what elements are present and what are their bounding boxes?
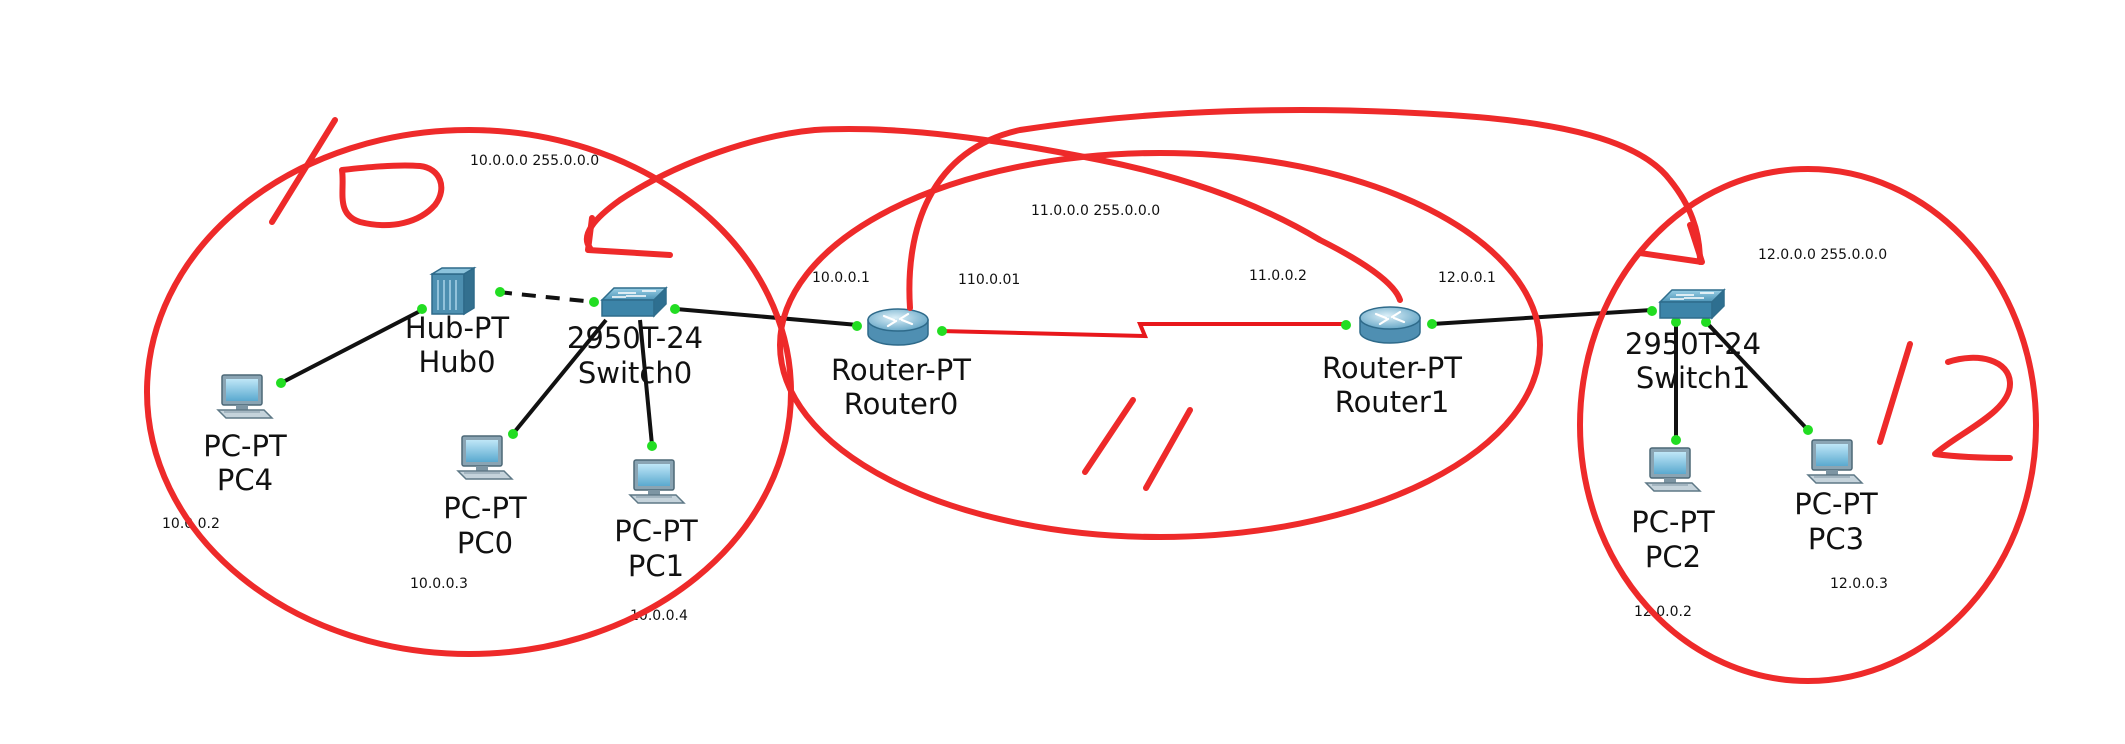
hub-icon bbox=[431, 267, 475, 315]
device-name-label: Hub0 bbox=[418, 345, 495, 379]
annotation-arrow-to-switch0 bbox=[583, 127, 818, 251]
port-light bbox=[647, 441, 657, 451]
handwritten-annotations bbox=[144, 107, 2039, 684]
switch-icon bbox=[601, 287, 667, 317]
port-light bbox=[276, 378, 286, 388]
device-name-label: Switch0 bbox=[578, 356, 692, 390]
device-name-label: PC1 bbox=[628, 549, 684, 583]
network-note-right: 12.0.0.0 255.0.0.0 bbox=[1758, 247, 1887, 263]
port-light bbox=[670, 304, 680, 314]
router1-right-ip-note: 12.0.0.1 bbox=[1438, 270, 1496, 286]
handwriting-11-first bbox=[1082, 397, 1136, 475]
network-note-left: 10.0.0.0 255.0.0.0 bbox=[470, 153, 599, 169]
device-name-label: PC0 bbox=[457, 526, 513, 560]
port-light bbox=[1671, 317, 1681, 327]
port-light bbox=[1701, 317, 1711, 327]
port-light bbox=[1647, 306, 1657, 316]
pc-icon bbox=[1645, 447, 1701, 492]
port-light bbox=[852, 321, 862, 331]
pc-icon bbox=[217, 374, 273, 419]
device-pc4[interactable]: PC-PT PC4 bbox=[203, 374, 287, 497]
port-light bbox=[1427, 319, 1437, 329]
device-model-label: PC-PT bbox=[203, 429, 287, 463]
pc2-ip-note: 12.0.0.2 bbox=[1634, 604, 1692, 620]
device-model-label: PC-PT bbox=[443, 491, 527, 525]
handwriting-12-one bbox=[1877, 341, 1913, 445]
device-switch1[interactable]: 2950T-24 Switch1 bbox=[1625, 289, 1761, 395]
port-light bbox=[495, 287, 505, 297]
annotation-arrowhead-switch1 bbox=[1637, 222, 1705, 265]
device-name-label: PC4 bbox=[217, 463, 273, 497]
port-lights bbox=[276, 287, 1813, 451]
device-pc2[interactable]: PC-PT PC2 bbox=[1631, 447, 1715, 574]
network-note-middle: 11.0.0.0 255.0.0.0 bbox=[1031, 203, 1160, 219]
device-model-label: PC-PT bbox=[1631, 505, 1715, 539]
handwriting-11-second bbox=[1143, 407, 1193, 491]
device-pc1[interactable]: PC-PT PC1 bbox=[614, 459, 698, 583]
handwriting-10-zero bbox=[339, 162, 445, 229]
port-light bbox=[937, 326, 947, 336]
port-light bbox=[1341, 320, 1351, 330]
device-model-label: 2950T-24 bbox=[567, 321, 703, 355]
device-name-label: PC3 bbox=[1808, 522, 1864, 556]
ip-notes: 10.0.0.0 255.0.0.0 11.0.0.0 255.0.0.0 12… bbox=[162, 153, 1888, 624]
annotation-arrowhead-switch0 bbox=[585, 215, 673, 258]
router-icon bbox=[866, 307, 930, 347]
link-pc1-switch0[interactable] bbox=[638, 319, 654, 446]
link-pc4-hub0[interactable] bbox=[280, 307, 425, 385]
switch-icon bbox=[1659, 289, 1725, 319]
device-name-label: Router0 bbox=[844, 387, 959, 421]
device-model-label: Hub-PT bbox=[405, 311, 510, 345]
link-switch1-pc3[interactable] bbox=[1704, 320, 1810, 432]
device-model-label: 2950T-24 bbox=[1625, 327, 1761, 361]
link-switch0-router0[interactable] bbox=[675, 307, 859, 327]
device-name-label: PC2 bbox=[1645, 540, 1701, 574]
device-router0[interactable]: Router-PT Router0 bbox=[831, 307, 971, 421]
router-icon bbox=[1358, 305, 1422, 345]
device-model-label: Router-PT bbox=[1322, 351, 1462, 385]
router0-left-ip-note: 10.0.0.1 bbox=[812, 270, 870, 286]
device-model-label: PC-PT bbox=[1794, 487, 1878, 521]
handwriting-10-one bbox=[269, 117, 338, 225]
pc3-ip-note: 12.0.0.3 bbox=[1830, 576, 1888, 592]
port-light bbox=[417, 304, 427, 314]
handwriting-12-two bbox=[1932, 354, 2013, 461]
port-light bbox=[1803, 425, 1813, 435]
device-router1[interactable]: Router-PT Router1 bbox=[1322, 305, 1462, 419]
device-pc0[interactable]: PC-PT PC0 bbox=[443, 435, 527, 560]
pc0-ip-note: 10.0.0.3 bbox=[410, 576, 468, 592]
device-pc3[interactable]: PC-PT PC3 bbox=[1794, 439, 1878, 556]
port-light bbox=[508, 429, 518, 439]
links-layer bbox=[280, 290, 1810, 446]
annotation-arrow-to-switch1 bbox=[906, 107, 1703, 311]
port-light bbox=[1671, 435, 1681, 445]
pc-icon bbox=[457, 435, 513, 480]
link-router1-switch1[interactable] bbox=[1431, 308, 1653, 326]
device-model-label: Router-PT bbox=[831, 353, 971, 387]
device-name-label: Switch1 bbox=[1636, 361, 1750, 395]
link-router0-router1-serial[interactable] bbox=[939, 322, 1346, 339]
annotation-curve-routers bbox=[812, 126, 1403, 303]
annotation-circle-right bbox=[1577, 166, 2039, 684]
link-pc0-switch0[interactable] bbox=[510, 318, 608, 437]
device-hub0[interactable]: Hub-PT Hub0 bbox=[405, 267, 510, 379]
router0-right-ip-note: 110.0.01 bbox=[958, 272, 1020, 288]
device-name-label: Router1 bbox=[1335, 385, 1450, 419]
pc-icon bbox=[1807, 439, 1863, 484]
router1-left-ip-note: 11.0.0.2 bbox=[1249, 268, 1307, 284]
link-hub0-switch0[interactable] bbox=[497, 290, 595, 304]
annotation-circle-middle bbox=[777, 150, 1543, 540]
pc-icon bbox=[629, 459, 685, 504]
device-switch0[interactable]: 2950T-24 Switch0 bbox=[567, 287, 703, 390]
port-light bbox=[589, 297, 599, 307]
device-model-label: PC-PT bbox=[614, 514, 698, 548]
